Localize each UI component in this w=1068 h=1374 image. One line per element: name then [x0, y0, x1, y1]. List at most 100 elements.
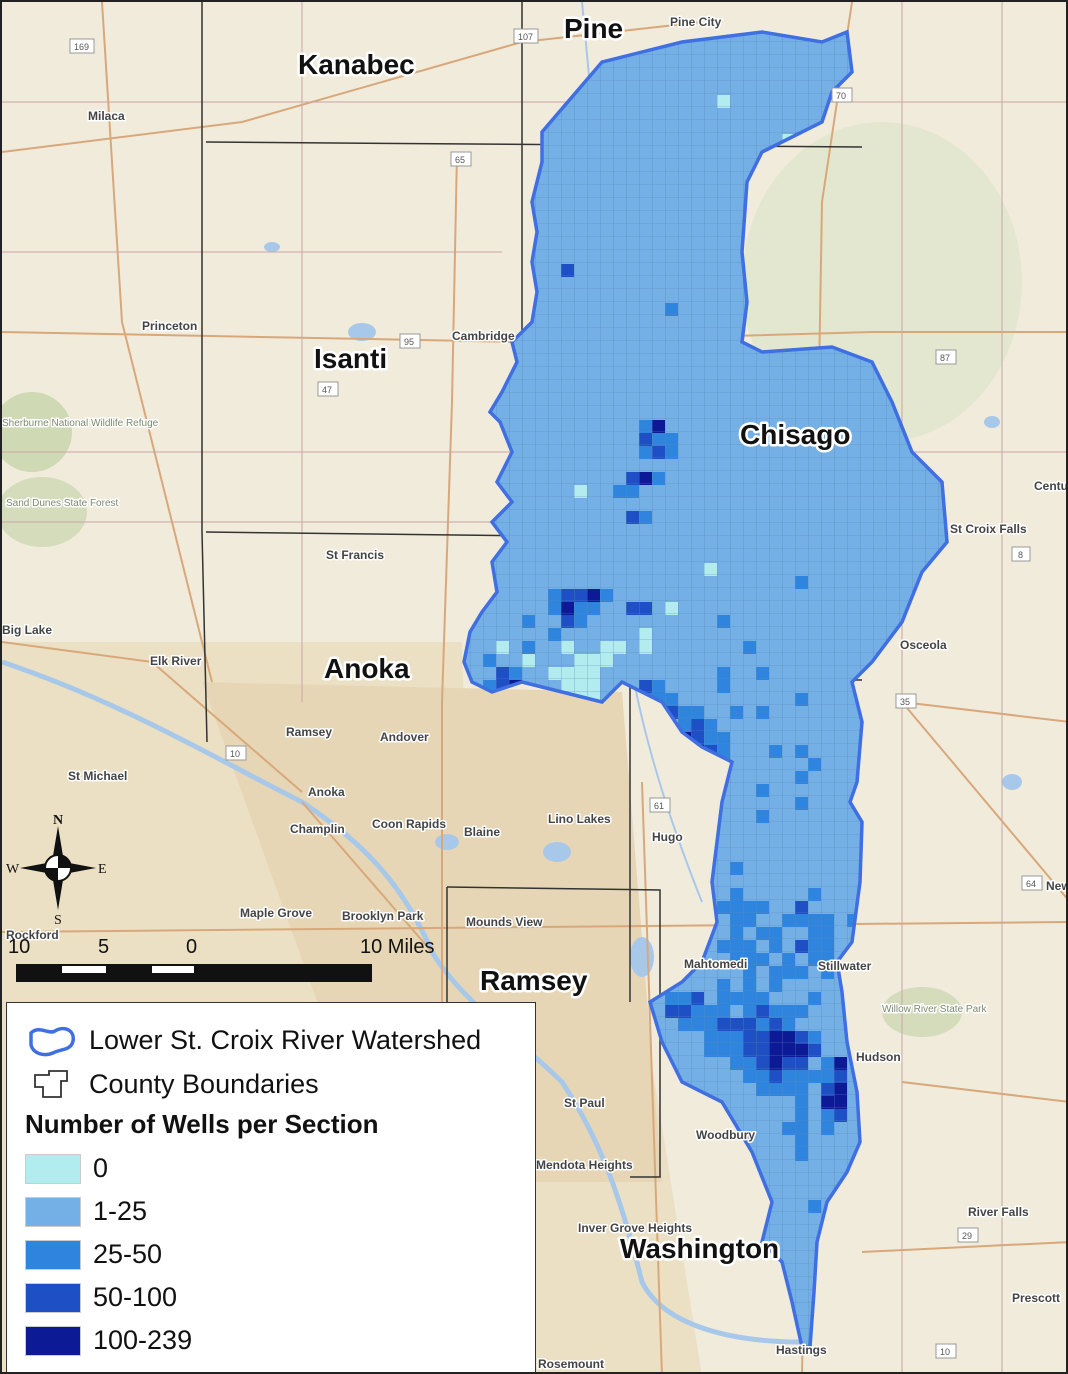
place-new-richmond: New Richmond	[1046, 879, 1068, 893]
legend-watershed-row: Lower St. Croix River Watershed	[25, 1023, 481, 1057]
scale-label-5: 5	[98, 936, 109, 958]
legend-watershed-label: Lower St. Croix River Watershed	[89, 1024, 482, 1055]
legend-swatch	[25, 1153, 81, 1184]
place-woodbury: Woodbury	[696, 1128, 755, 1142]
place-coon-rapids: Coon Rapids	[372, 817, 446, 831]
east-label: E	[98, 862, 107, 877]
county-label-chisago: Chisago	[740, 419, 850, 450]
county-label-kanabec: Kanabec	[298, 49, 415, 80]
svg-text:169: 169	[74, 42, 89, 52]
county-symbol-icon	[34, 1070, 68, 1098]
route-70-shield: 70	[831, 87, 853, 103]
legend-swatch	[25, 1282, 81, 1313]
scale-label-10: 10	[8, 936, 30, 958]
svg-text:8: 8	[1018, 550, 1023, 560]
route-95-shield: 95	[399, 333, 421, 349]
route-10b-shield: 10	[935, 1343, 957, 1359]
place-princeton: Princeton	[142, 319, 197, 333]
watershed-symbol-icon	[29, 1026, 75, 1057]
place-rockford: Rockford	[6, 928, 59, 942]
legend-class-label: 0	[93, 1153, 109, 1183]
svg-text:10: 10	[940, 1347, 950, 1357]
route-107-shield: 107	[513, 28, 539, 44]
place-champlin: Champlin	[290, 822, 345, 836]
place-milaca: Milaca	[88, 109, 125, 123]
route-169-shield: 169	[69, 38, 95, 54]
place-lino-lakes: Lino Lakes	[548, 812, 611, 826]
legend-class-row: 0	[25, 1153, 108, 1184]
legend-swatch	[25, 1196, 81, 1227]
place-sand-dunes: Sand Dunes State Forest	[6, 498, 119, 509]
place-hastings: Hastings	[776, 1343, 827, 1357]
place-st-paul: St Paul	[564, 1096, 605, 1110]
svg-text:29: 29	[962, 1231, 972, 1241]
place-inver-grove: Inver Grove Heights	[578, 1221, 692, 1235]
legend-swatch	[25, 1239, 81, 1270]
county-label-anoka: Anoka	[324, 653, 410, 684]
place-stillwater: Stillwater	[818, 959, 872, 973]
scale-bar: 10 5 0 10 Miles	[8, 936, 434, 982]
county-labels: Pine Kanabec Isanti Chisago Anoka Ramsey…	[296, 11, 853, 1267]
route-29-shield: 29	[957, 1227, 979, 1243]
route-35-shield: 35	[895, 693, 917, 709]
place-ramsey: Ramsey	[286, 725, 332, 739]
scale-label-10-miles: 10 Miles	[360, 936, 434, 958]
place-prescott: Prescott	[1012, 1291, 1060, 1305]
place-mahtomedi: Mahtomedi	[684, 957, 747, 971]
place-rosemount: Rosemount	[538, 1357, 604, 1371]
urban-core	[202, 682, 662, 1182]
route-10-shield: 10	[225, 745, 247, 761]
place-river-falls: River Falls	[968, 1205, 1029, 1219]
state-forest-area	[2, 477, 87, 547]
legend-county-label: County Boundaries	[89, 1068, 319, 1099]
north-arrow: N S E W	[6, 813, 107, 928]
legend-class-label: 50-100	[93, 1282, 178, 1312]
svg-text:107: 107	[518, 32, 533, 42]
watershed-outline	[462, 29, 949, 1349]
place-maple-grove: Maple Grove	[240, 906, 312, 920]
legend-swatch	[25, 1325, 81, 1356]
place-big-lake: Big Lake	[2, 623, 52, 637]
place-elk-river: Elk River	[150, 654, 202, 668]
route-64-shield: 64	[1021, 875, 1043, 891]
place-brooklyn-park: Brooklyn Park	[342, 909, 424, 923]
south-label: S	[54, 913, 62, 928]
north-label: N	[53, 813, 63, 828]
place-centuria: Centuria	[1034, 479, 1068, 493]
west-label: W	[6, 862, 20, 877]
place-hudson: Hudson	[856, 1050, 901, 1064]
legend-class-label: 1-25	[93, 1196, 148, 1226]
scale-label-0: 0	[186, 936, 197, 958]
route-65-shield: 65	[450, 151, 472, 167]
place-st-croix-falls: St Croix Falls	[950, 522, 1027, 536]
svg-text:95: 95	[404, 337, 414, 347]
svg-text:10: 10	[230, 749, 240, 759]
legend-class-label: 25-50	[93, 1239, 163, 1269]
svg-text:70: 70	[836, 91, 846, 101]
legend: Lower St. Croix River Watershed County B…	[6, 1002, 536, 1372]
svg-text:64: 64	[1026, 879, 1036, 889]
county-label-ramsey: Ramsey	[480, 965, 588, 996]
place-mounds-view: Mounds View	[466, 915, 543, 929]
route-87-shield: 87	[935, 349, 957, 365]
place-pine-city: Pine City	[670, 15, 722, 29]
place-labels: Pine City Milaca Princeton Cambridge She…	[2, 14, 1068, 1373]
place-willow-river: Willow River State Park	[882, 1004, 987, 1015]
legend-title: Number of Wells per Section	[25, 1109, 379, 1139]
place-st-francis: St Francis	[326, 548, 384, 562]
legend-class-row: 50-100	[25, 1282, 177, 1313]
place-sherburne-refuge: Sherburne National Wildlife Refuge	[2, 418, 159, 429]
route-61-shield: 61	[649, 797, 671, 813]
place-anoka: Anoka	[308, 785, 345, 799]
svg-text:87: 87	[940, 353, 950, 363]
route-8-shield: 8	[1011, 546, 1031, 562]
legend-class-label: 100-239	[93, 1325, 193, 1355]
svg-text:65: 65	[455, 155, 465, 165]
place-hugo: Hugo	[652, 830, 683, 844]
legend-class-row: 25-50	[25, 1239, 162, 1270]
county-label-pine: Pine	[564, 13, 623, 44]
county-label-washington: Washington	[620, 1233, 779, 1264]
